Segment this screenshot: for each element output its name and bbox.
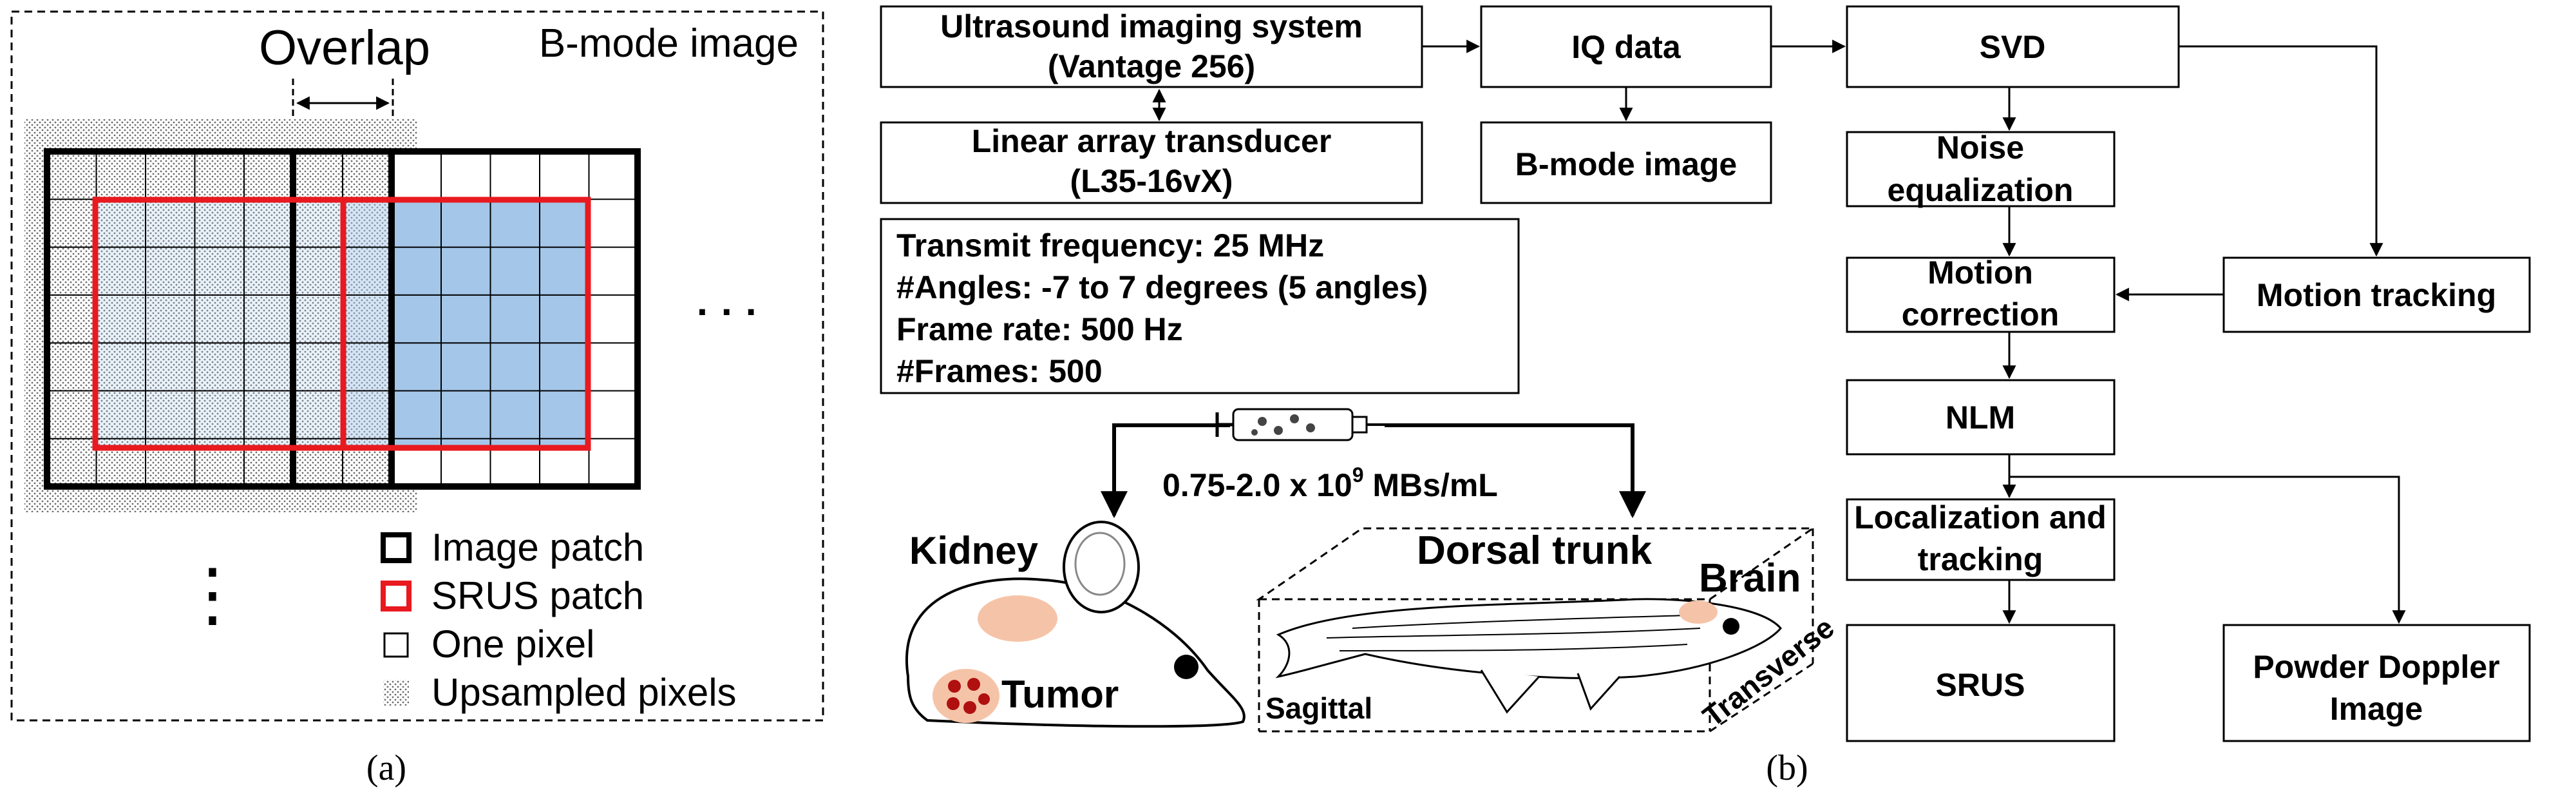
- ellipsis-right: · · ·: [697, 290, 759, 334]
- iq-data-label: IQ data: [1571, 29, 1681, 65]
- caption-a: (a): [366, 748, 406, 788]
- param-frames: #Frames: 500: [896, 353, 1103, 389]
- params-box: [880, 218, 1520, 394]
- localization-box: [1846, 498, 2116, 581]
- tumor-shape: [933, 669, 999, 723]
- concentration-label: 0.75-2.0 x 109 MBs/mL: [1162, 463, 1498, 503]
- transducer-line1: Linear array transducer: [972, 123, 1332, 159]
- nlm-box: [1846, 379, 2116, 456]
- srus-label: SRUS: [1936, 667, 2025, 703]
- power-doppler-line2: Image: [2330, 691, 2423, 727]
- power-doppler-line1: Powder Doppler: [2253, 649, 2499, 685]
- syringe-icon: [1215, 408, 1394, 441]
- legend-one-pixel-label: One pixel: [431, 622, 594, 666]
- image-patch-1: [44, 148, 395, 490]
- param-frame-rate: Frame rate: 500 Hz: [896, 311, 1183, 347]
- bmode-frame: [10, 10, 824, 722]
- bmode-box: [1480, 121, 1772, 204]
- sagittal-label: Sagittal: [1265, 691, 1372, 725]
- svd-label: SVD: [1980, 29, 2046, 65]
- caption-b: (b): [1766, 748, 1808, 788]
- iq-data-box: [1480, 5, 1772, 88]
- zebrafish-illustration: [1275, 598, 1782, 714]
- bmode-label: B-mode image: [1515, 146, 1738, 182]
- upsampled-region-top: [24, 119, 417, 151]
- motion-correction-box: [1846, 256, 2116, 333]
- overlap-label: Overlap: [259, 21, 430, 75]
- motion-tracking-label: Motion tracking: [2257, 277, 2496, 313]
- arrow-svd-to-motion-tracking: [2179, 45, 2383, 257]
- ultrasound-system-line1: Ultrasound imaging system: [940, 8, 1363, 44]
- ellipsis-down: ⋮: [177, 555, 248, 634]
- ultrasound-system-line2: (Vantage 256): [1048, 48, 1255, 84]
- brain-label: Brain: [1699, 556, 1801, 601]
- noise-eq-box: [1846, 131, 2116, 207]
- arrow-syringe-to-mouse: [1101, 423, 1230, 519]
- srus-patch-2: [340, 197, 591, 451]
- transducer-line2: (L35-16vX): [1070, 163, 1233, 199]
- legend-upsampled-swatch: [383, 680, 409, 706]
- param-angles: #Angles: -7 to 7 degrees (5 angles): [896, 269, 1428, 305]
- legend-image-patch-label: Image patch: [431, 526, 644, 569]
- fish-volume: [1256, 527, 1816, 733]
- nlm-label: NLM: [1946, 400, 2015, 436]
- motion-correction-line2: correction: [1902, 296, 2060, 332]
- motion-tracking-box: [2222, 256, 2531, 333]
- localization-line1: Localization and: [1854, 499, 2107, 535]
- noise-eq-line2: equalization: [1888, 172, 2074, 208]
- param-transmit-frequency: Transmit frequency: 25 MHz: [896, 227, 1324, 264]
- kidney-label: Kidney: [909, 529, 1039, 572]
- arrow-nlm-to-doppler: [2009, 476, 2406, 624]
- ultrasound-system-box: [880, 5, 1423, 88]
- legend: Image patch SRUS patch One pixel Upsampl…: [381, 526, 737, 714]
- noise-eq-line1: Noise: [1937, 130, 2024, 166]
- kidney-shape: [978, 595, 1057, 642]
- image-patch-2: [290, 148, 641, 490]
- motion-correction-line1: Motion: [1927, 255, 2033, 291]
- upsampled-region-bottom: [24, 486, 417, 512]
- dorsal-trunk-label: Dorsal trunk: [1417, 528, 1653, 573]
- arrow-syringe-to-fish: [1385, 423, 1646, 519]
- panel-b: Ultrasound imaging system (Vantage 256) …: [880, 5, 2531, 788]
- transducer-box: [880, 121, 1423, 204]
- tumor-label: Tumor: [1001, 673, 1119, 716]
- panel-a: B-mode image Overlap · · · ⋮ Image patch: [10, 10, 824, 788]
- localization-line2: tracking: [1918, 541, 2043, 577]
- legend-one-pixel-swatch: [383, 632, 409, 658]
- tumor-dots: [947, 678, 990, 714]
- bmode-title: B-mode image: [539, 21, 799, 66]
- svd-box: [1846, 5, 2180, 88]
- power-doppler-box: [2222, 624, 2531, 742]
- srus-box: [1846, 624, 2116, 742]
- legend-srus-patch-label: SRUS patch: [431, 574, 644, 617]
- legend-image-patch-swatch: [381, 532, 412, 563]
- legend-srus-patch-swatch: [381, 581, 412, 611]
- brain-shape: [1679, 601, 1718, 624]
- legend-upsampled-label: Upsampled pixels: [431, 671, 737, 714]
- fish-eye: [1723, 618, 1739, 635]
